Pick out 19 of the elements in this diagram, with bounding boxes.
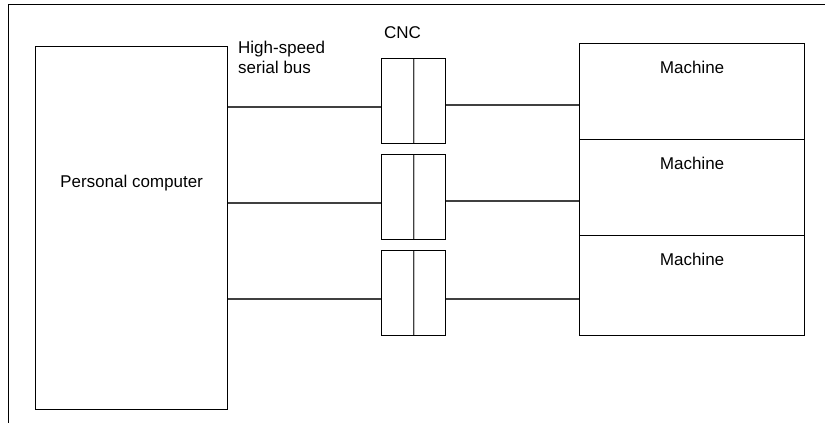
node-label: Personal computer [60,172,203,192]
machine-box [579,139,805,236]
cnc-unit-box [381,154,446,240]
connector-line [228,298,381,300]
text-label: High-speed serial bus [238,38,326,79]
connector-line [446,298,579,300]
machine-box [579,235,805,336]
connector-line [446,104,579,106]
node-label: Machine [660,58,724,78]
connector-line [228,106,381,108]
machine-box [579,43,805,140]
node-label: Machine [660,154,724,174]
node-label: Machine [660,250,724,270]
cnc-unit-box [381,250,446,336]
connector-line [446,200,579,202]
connector-line [228,202,381,204]
text-label: CNC [384,23,422,44]
cnc-unit-box [381,58,446,144]
computer-box [35,46,228,410]
